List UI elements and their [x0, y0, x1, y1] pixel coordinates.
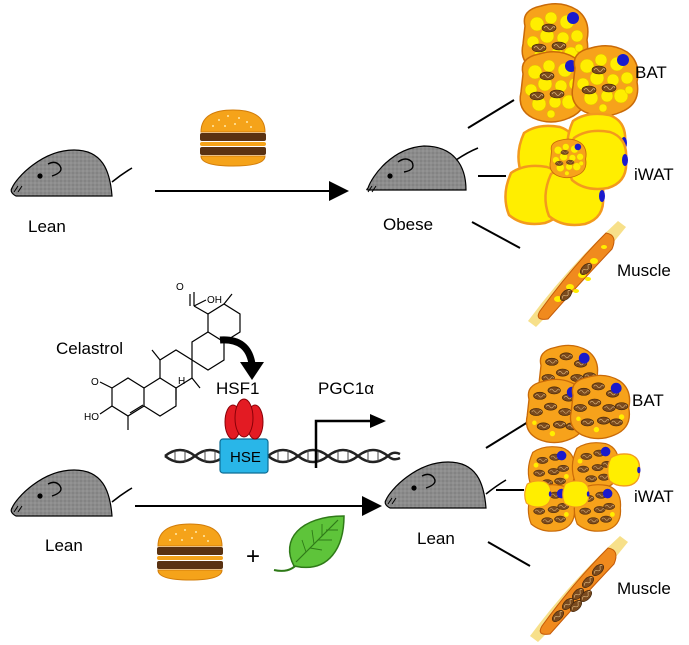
label-iwat-top: iWAT [634, 165, 674, 184]
mouse-lean-right-icon [384, 461, 507, 509]
muscle-lean-icon [530, 536, 628, 642]
dna-rungs [174, 450, 379, 462]
burger-top-icon [199, 109, 267, 167]
chem-h-mid: H [178, 376, 185, 387]
dna-helix [164, 448, 401, 464]
burger-bottom-icon [156, 523, 224, 581]
label-obese: Obese [383, 215, 433, 234]
label-pgc1a: PGC1α [318, 379, 374, 398]
mouse-obese-icon [366, 145, 479, 193]
bat-obese-cells [520, 4, 638, 122]
chem-o-left: O [91, 377, 99, 388]
label-iwat-bottom: iWAT [634, 487, 674, 506]
label-hsf1: HSF1 [216, 379, 259, 398]
muscle-obese-icon [528, 221, 626, 327]
line-to-muscle-top [471, 221, 521, 249]
iwat-lean-cells [524, 443, 642, 532]
line-to-bat-top [467, 99, 515, 129]
hsf1-protein [224, 398, 264, 440]
celastrol-arrowhead [240, 362, 264, 380]
mouse-lean-top-icon [10, 149, 133, 197]
line-to-muscle-bottom [487, 541, 531, 567]
label-plus: + [246, 543, 260, 570]
label-lean-bottom-left: Lean [45, 536, 83, 555]
chem-ho-left: HO [84, 412, 99, 423]
label-bat-bottom: BAT [632, 391, 664, 410]
label-lean-bottom-right: Lean [417, 529, 455, 548]
transcription-arrow [314, 419, 372, 468]
label-muscle-top: Muscle [617, 261, 671, 280]
label-hse: HSE [230, 449, 261, 466]
celastrol-arrow [219, 336, 256, 365]
label-muscle-bottom: Muscle [617, 579, 671, 598]
leaf-icon [273, 515, 345, 572]
celastrol-structure [99, 292, 241, 430]
hse-box [219, 438, 269, 474]
line-to-bat-bottom [485, 421, 529, 449]
chem-o-top: O [176, 282, 184, 293]
chem-oh-top: OH [207, 295, 222, 306]
mouse-lean-bottom-icon [10, 469, 133, 517]
transcription-arrowhead [370, 414, 386, 428]
bat-lean-cells [526, 345, 629, 442]
label-celastrol: Celastrol [56, 339, 123, 358]
label-lean-top: Lean [28, 217, 66, 236]
iwat-obese-cells [504, 112, 630, 227]
label-bat-top: BAT [635, 63, 667, 82]
